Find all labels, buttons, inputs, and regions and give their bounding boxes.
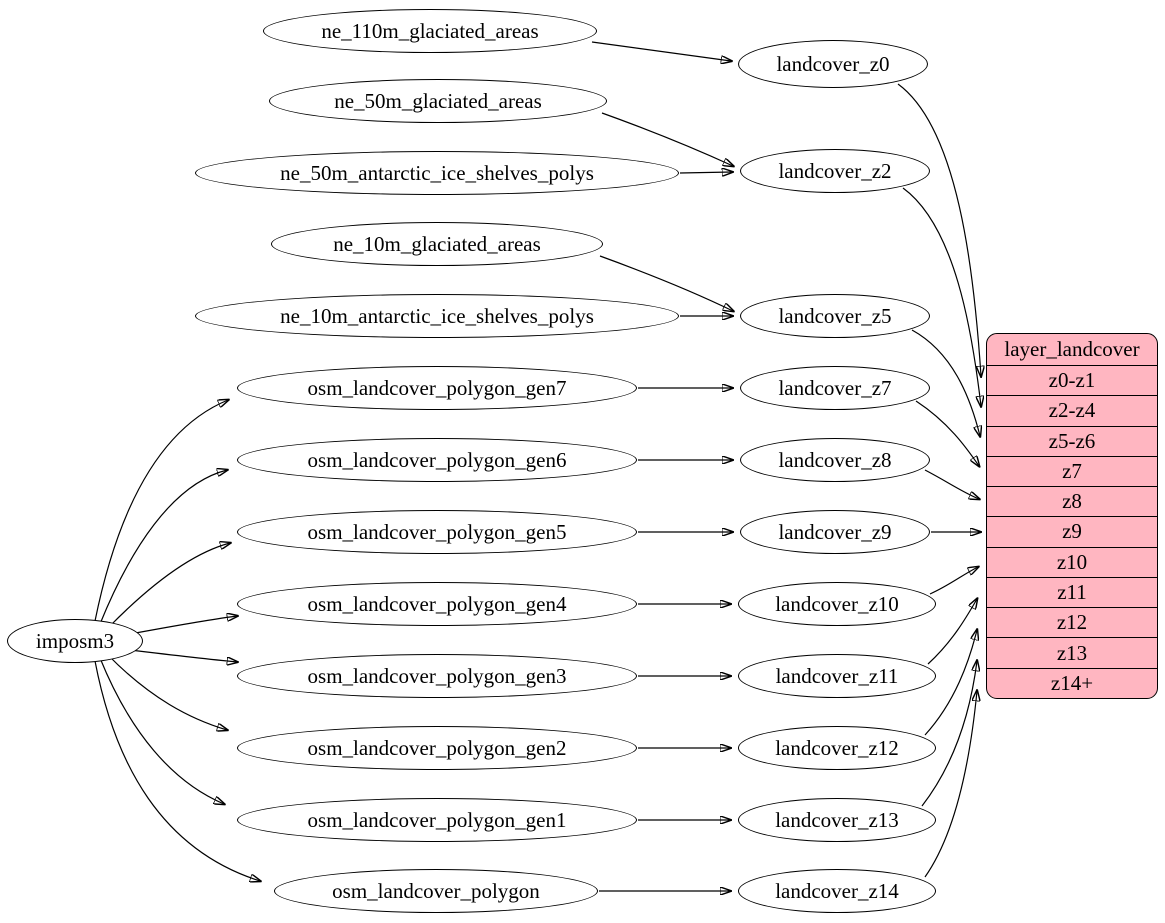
edge-ne_50m_glaciated_areas-landcover_z2 [601,112,733,166]
table-row-z8: z8 [987,486,1157,516]
edge-imposm3-osm_landcover_polygon_gen5 [107,543,230,629]
node-osm_landcover_polygon_gen7: osm_landcover_polygon_gen7 [237,366,637,410]
edge-landcover_z12-row-z12 [924,630,977,736]
node-osm_landcover_polygon_gen4: osm_landcover_polygon_gen4 [237,582,637,626]
edge-landcover_z7-row-z7 [915,400,979,466]
edge-imposm3-osm_landcover_polygon_gen3 [129,649,237,662]
node-landcover_z13: landcover_z13 [738,798,936,842]
node-osm_landcover_polygon: osm_landcover_polygon [274,869,598,913]
node-ne_50m_antarctic_ice_shelves_polys: ne_50m_antarctic_ice_shelves_polys [195,151,679,195]
node-landcover_z5: landcover_z5 [740,294,930,338]
edge-ne_50m_antarctic_ice_shelves_polys-landcover_z2 [679,172,732,173]
node-landcover_z12: landcover_z12 [738,726,936,770]
edge-imposm3-osm_landcover_polygon_gen2 [107,654,227,730]
node-ne_10m_glaciated_areas: ne_10m_glaciated_areas [271,222,603,266]
edge-imposm3-osm_landcover_polygon_gen4 [129,616,237,635]
edge-landcover_z2-row-z2-z4 [902,187,981,406]
edge-landcover_z8-row-z8 [924,469,979,499]
edge-landcover_z5-row-z5-z6 [911,329,980,436]
table-row-z11: z11 [987,576,1157,607]
edge-landcover_z10-row-z10 [929,567,978,595]
edge-imposm3-osm_landcover_polygon_gen1 [99,657,224,804]
node-landcover_z14: landcover_z14 [738,869,936,913]
node-osm_landcover_polygon_gen6: osm_landcover_polygon_gen6 [237,438,637,482]
table-row-z0-z1: z0-z1 [987,365,1157,395]
node-imposm3: imposm3 [7,619,143,663]
node-landcover_z0: landcover_z0 [738,40,928,88]
table-row-z5-z6: z5-z6 [987,425,1157,456]
node-landcover_z9: landcover_z9 [740,510,930,554]
node-ne_50m_glaciated_areas: ne_50m_glaciated_areas [269,79,607,123]
table-row-z14plus: z14+ [987,667,1157,698]
layer-landcover-table: layer_landcover z0-z1 z2-z4 z5-z6 z7 z8 … [986,333,1158,699]
edge-ne_10m_glaciated_areas-landcover_z5 [599,255,733,311]
table-row-z10: z10 [987,546,1157,577]
node-ne_10m_antarctic_ice_shelves_polys: ne_10m_antarctic_ice_shelves_polys [195,294,679,338]
table-row-z12: z12 [987,607,1157,637]
edge-landcover_z13-row-z13 [921,661,977,807]
node-osm_landcover_polygon_gen1: osm_landcover_polygon_gen1 [237,798,637,842]
table-row-z13: z13 [987,637,1157,667]
edge-ne_110m_glaciated_areas-landcover_z0 [591,41,731,61]
node-landcover_z8: landcover_z8 [740,438,930,482]
edge-landcover_z11-row-z11 [927,599,977,665]
node-osm_landcover_polygon_gen5: osm_landcover_polygon_gen5 [237,510,637,554]
node-landcover_z2: landcover_z2 [740,149,930,193]
node-landcover_z11: landcover_z11 [738,654,936,698]
edge-landcover_z0-row-z0-z1 [897,83,981,376]
node-ne_110m_glaciated_areas: ne_110m_glaciated_areas [263,9,597,53]
table-row-z2-z4: z2-z4 [987,395,1157,425]
node-osm_landcover_polygon_gen2: osm_landcover_polygon_gen2 [237,726,637,770]
node-osm_landcover_polygon_gen3: osm_landcover_polygon_gen3 [237,654,637,698]
table-row-z7: z7 [987,455,1157,486]
edge-imposm3-osm_landcover_polygon_gen7 [94,400,228,622]
layer-landcover-table-title: layer_landcover [1004,337,1140,361]
table-row-z9: z9 [987,516,1157,546]
node-landcover_z7: landcover_z7 [740,366,930,410]
edge-imposm3-osm_landcover_polygon_gen6 [99,470,227,625]
edge-landcover_z14-row-z14plus [924,691,977,878]
edge-imposm3-osm_landcover_polygon [94,660,260,881]
node-landcover_z10: landcover_z10 [738,582,936,626]
